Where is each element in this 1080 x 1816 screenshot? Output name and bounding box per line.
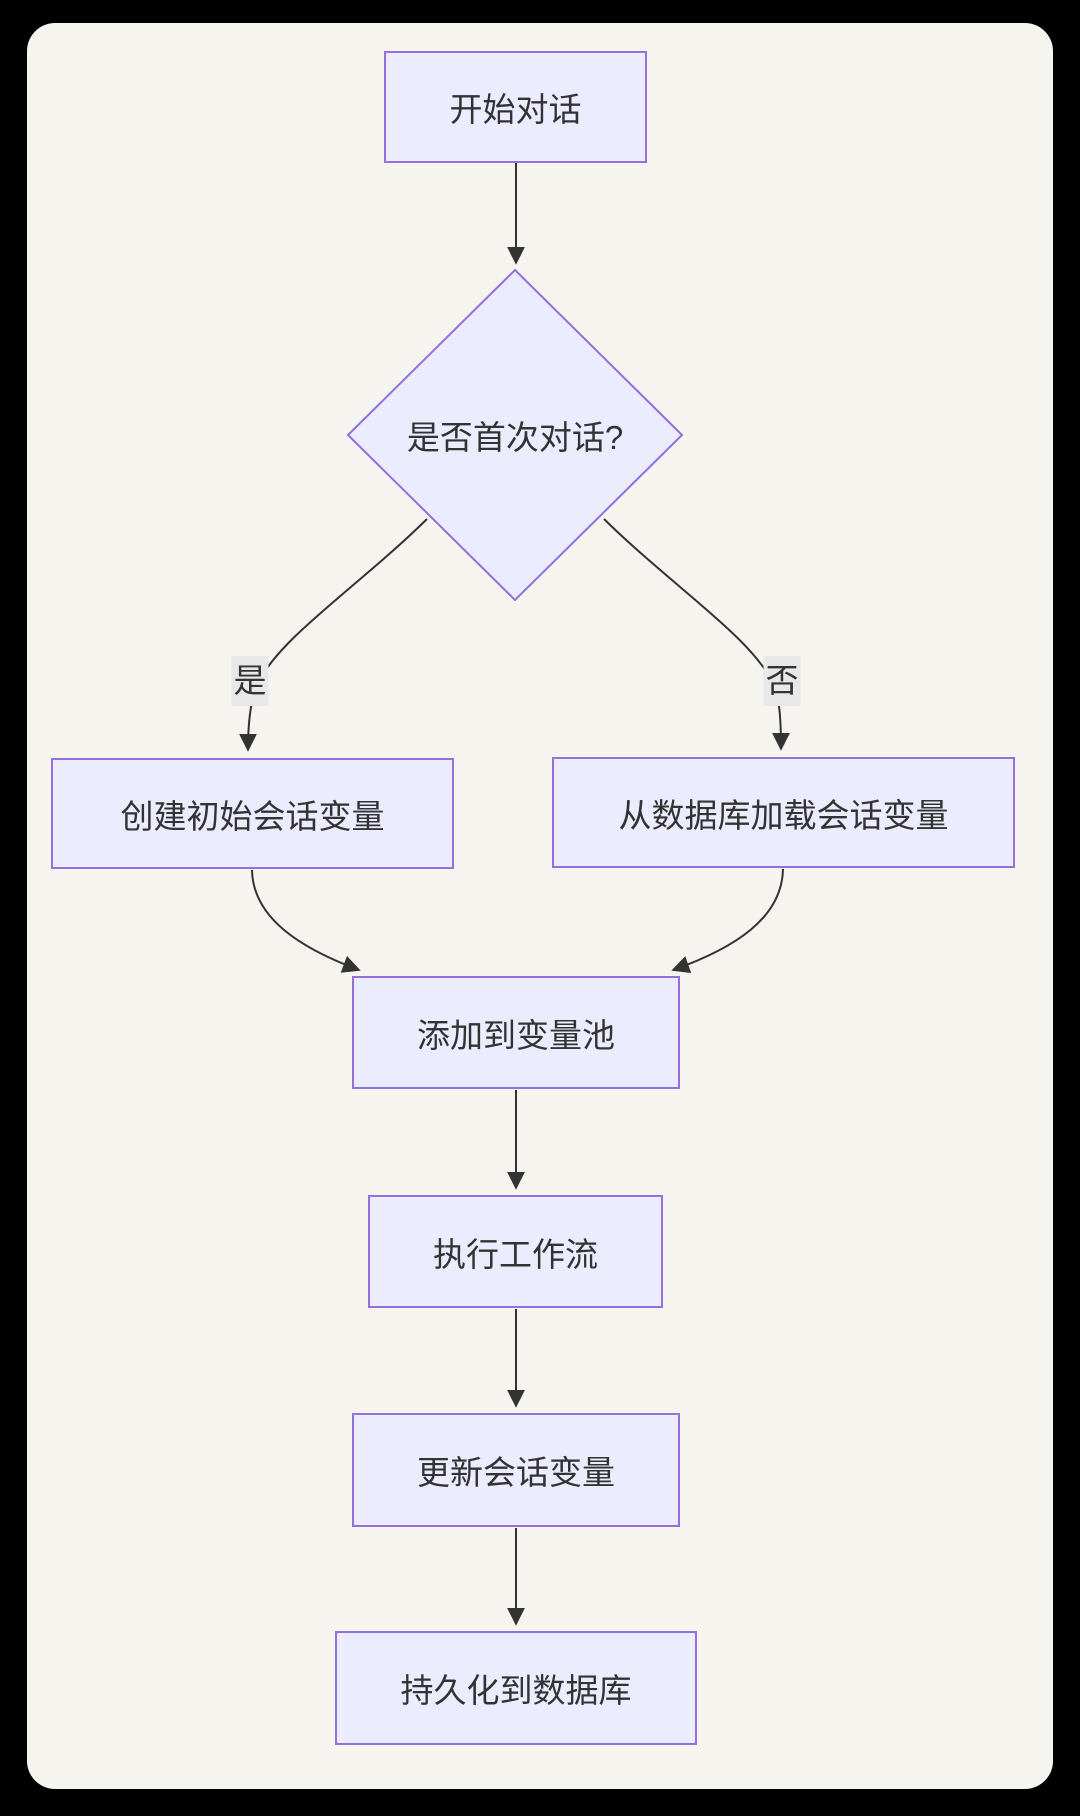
node-run-workflow-label: 执行工作流 <box>433 1235 598 1273</box>
node-load-from-db: 从数据库加载会话变量 <box>552 757 1015 868</box>
node-add-to-pool: 添加到变量池 <box>352 976 680 1089</box>
node-load-from-db-label: 从数据库加载会话变量 <box>618 796 949 834</box>
node-run-workflow: 执行工作流 <box>368 1195 663 1308</box>
edge-load-to-pool <box>671 868 784 974</box>
edge-decision-to-create <box>239 518 428 752</box>
node-decision-label: 是否首次对话? <box>406 419 624 456</box>
node-persist-label: 持久化到数据库 <box>400 1672 632 1709</box>
edge-create-to-pool <box>251 869 361 973</box>
node-update-vars: 更新会话变量 <box>352 1413 680 1527</box>
node-create-initial: 创建初始会话变量 <box>51 758 454 869</box>
edge-label-yes: 是 <box>231 656 269 706</box>
node-decision-shape <box>346 268 684 602</box>
node-add-to-pool-label: 添加到变量池 <box>417 1016 615 1054</box>
node-update-vars-label: 更新会话变量 <box>417 1454 615 1491</box>
node-start: 开始对话 <box>384 51 647 163</box>
edge-label-no: 否 <box>763 656 801 706</box>
node-create-initial-label: 创建初始会话变量 <box>120 797 385 835</box>
edge-decision-to-load <box>603 518 790 751</box>
node-persist: 持久化到数据库 <box>335 1631 697 1745</box>
node-start-label: 开始对话 <box>449 91 582 128</box>
